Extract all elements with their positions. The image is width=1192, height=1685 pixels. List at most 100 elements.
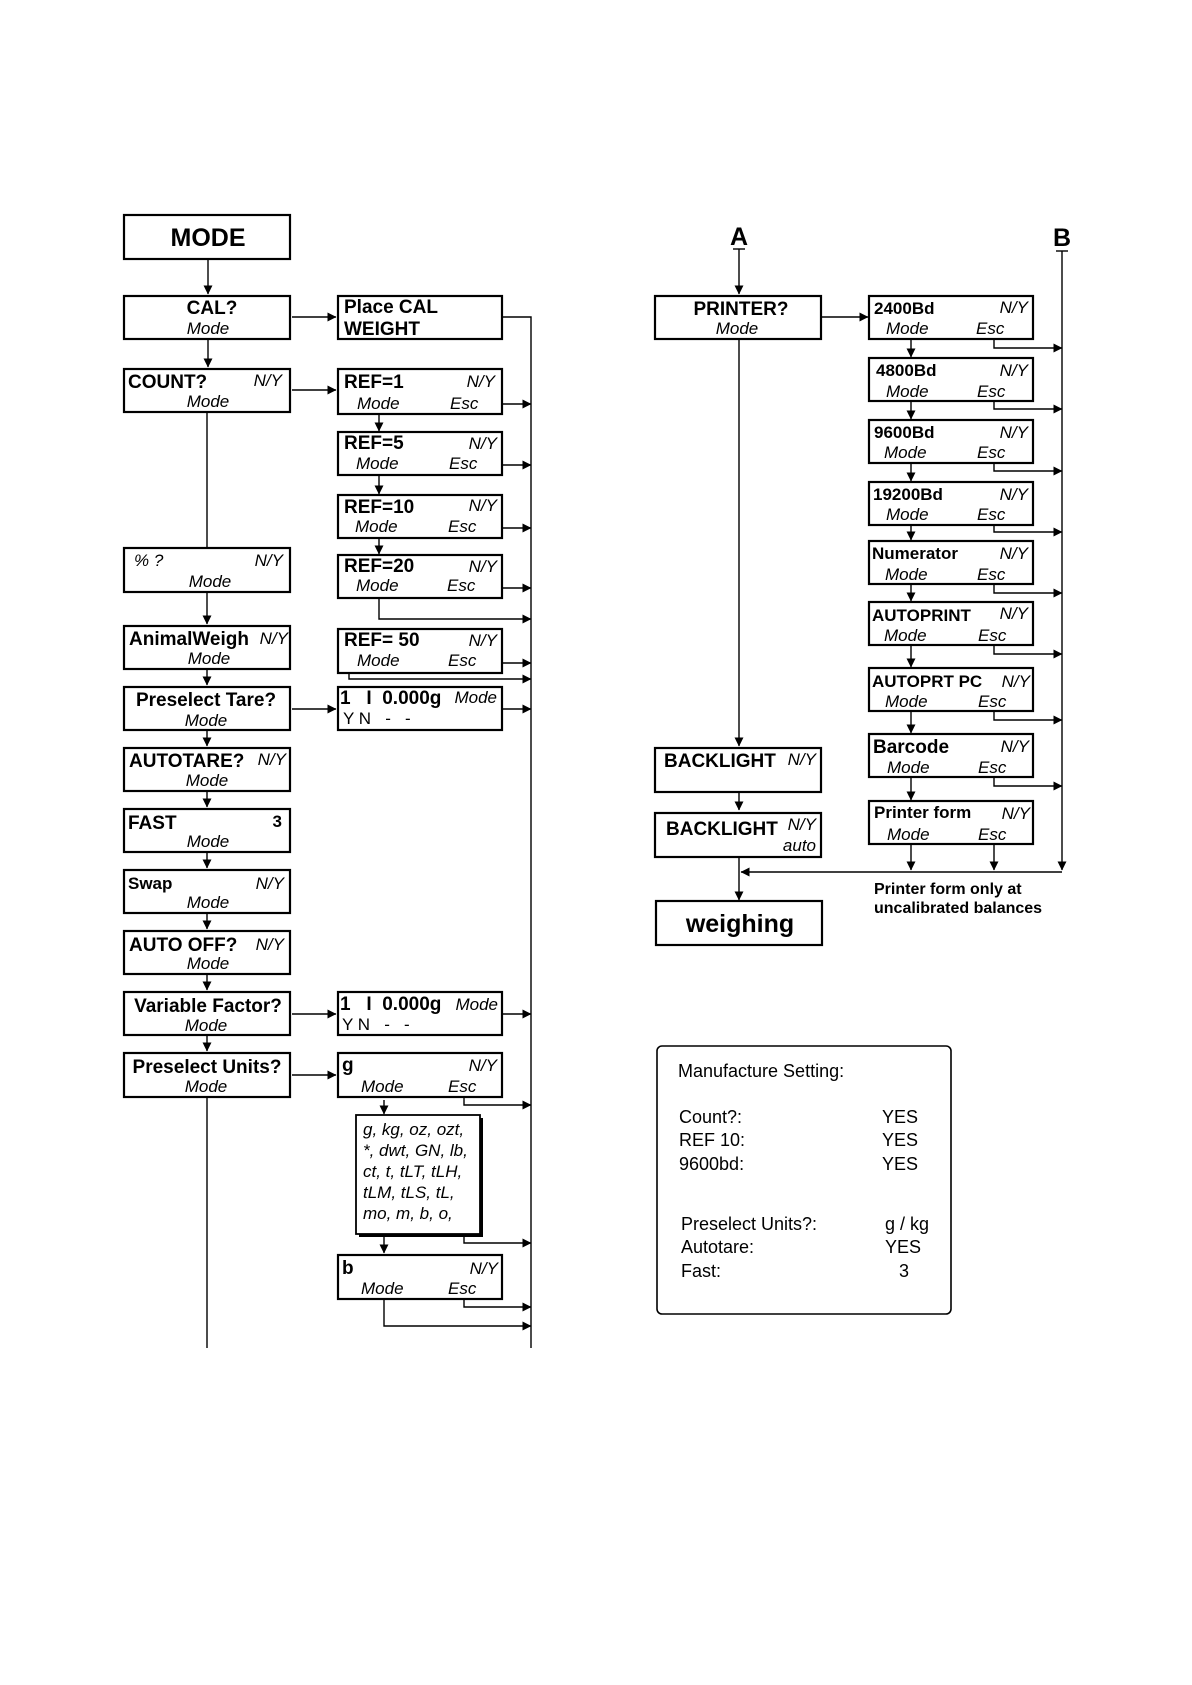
svg-text:Mode: Mode xyxy=(884,626,927,645)
svg-text:Esc: Esc xyxy=(977,505,1006,524)
unit-list-box: g, kg, oz, ozt, *, dwt, GN, lb, ct, t, t… xyxy=(355,1114,483,1237)
svg-text:N/Y: N/Y xyxy=(1000,485,1030,504)
svg-text:Mode: Mode xyxy=(886,505,929,524)
svg-text:g: g xyxy=(342,1055,354,1076)
svg-text:N/Y: N/Y xyxy=(258,750,288,769)
baud-9600-box: 9600Bd N/Y Mode Esc xyxy=(867,418,1035,465)
svg-text:Mode: Mode xyxy=(189,572,232,591)
svg-text:YES: YES xyxy=(882,1130,918,1150)
svg-text:Mode: Mode xyxy=(455,995,498,1014)
svg-text:REF=1: REF=1 xyxy=(344,372,404,393)
svg-text:YES: YES xyxy=(882,1154,918,1174)
mode-title: MODE xyxy=(171,224,246,252)
svg-text:YES: YES xyxy=(882,1107,918,1127)
svg-text:3: 3 xyxy=(899,1261,909,1281)
svg-text:Fast:: Fast: xyxy=(681,1261,721,1281)
unit-b-box: b N/Y Mode Esc xyxy=(336,1253,504,1301)
svg-text:N/Y: N/Y xyxy=(1000,604,1030,623)
svg-text:4800Bd: 4800Bd xyxy=(876,361,936,380)
connector-label-a: A xyxy=(730,223,748,251)
baud-2400-box: 2400Bd N/Y Mode Esc xyxy=(867,294,1035,341)
svg-text:Esc: Esc xyxy=(978,692,1007,711)
backlight-box: BACKLIGHT N/Y xyxy=(653,746,823,794)
ref-20-box: REF=20 N/Y Mode Esc xyxy=(336,553,504,600)
svg-text:auto: auto xyxy=(783,836,816,855)
svg-text:Mode: Mode xyxy=(356,454,399,473)
connector-label-b: B xyxy=(1053,224,1071,252)
svg-text:Esc: Esc xyxy=(448,517,477,536)
svg-text:Mode: Mode xyxy=(886,319,929,338)
svg-text:N/Y: N/Y xyxy=(469,1056,499,1075)
svg-text:Mode: Mode xyxy=(186,771,229,790)
svg-text:Esc: Esc xyxy=(977,382,1006,401)
svg-text:weighing: weighing xyxy=(685,910,794,938)
svg-text:Esc: Esc xyxy=(978,626,1007,645)
right-chain: A B PRINTER? Mode BACKLIGHT N/Y BACKLIGH… xyxy=(653,223,1071,947)
unit-g-box: g N/Y Mode Esc xyxy=(336,1051,504,1099)
numerator-box: Numerator N/Y Mode Esc xyxy=(867,539,1035,586)
svg-text:Y N - -: Y N - - xyxy=(343,709,411,728)
svg-text:N/Y: N/Y xyxy=(1002,672,1032,691)
svg-text:Esc: Esc xyxy=(977,565,1006,584)
svg-text:Mode: Mode xyxy=(887,825,930,844)
manufacture-title: Manufacture Setting: xyxy=(678,1061,844,1081)
svg-text:Mode: Mode xyxy=(885,565,928,584)
svg-text:*, dwt, GN, lb,: *, dwt, GN, lb, xyxy=(363,1141,468,1160)
svg-text:REF=20: REF=20 xyxy=(344,556,414,577)
svg-text:Esc: Esc xyxy=(449,454,478,473)
place-cal-weight-box: Place CAL WEIGHT xyxy=(336,294,504,341)
svg-text:N/Y: N/Y xyxy=(469,496,499,515)
printer-form-note-line1: Printer form only at xyxy=(874,881,1022,898)
svg-text:Mode: Mode xyxy=(187,392,230,411)
auto-off-box: AUTO OFF? N/Y Mode xyxy=(122,929,292,976)
preselect-units-box: Preselect Units? Mode xyxy=(122,1051,292,1099)
ref-5-box: REF=5 N/Y Mode Esc xyxy=(336,430,504,477)
svg-text:WEIGHT: WEIGHT xyxy=(344,319,420,340)
svg-text:Esc: Esc xyxy=(978,825,1007,844)
middle-chain: Place CAL WEIGHT REF=1 N/Y Mode Esc REF=… xyxy=(336,294,504,1301)
svg-text:9600Bd: 9600Bd xyxy=(874,423,934,442)
svg-text:AUTOPRT PC: AUTOPRT PC xyxy=(872,672,982,691)
weighing-box: weighing xyxy=(654,899,824,947)
svg-text:AUTO OFF?: AUTO OFF? xyxy=(129,935,237,956)
svg-text:YES: YES xyxy=(885,1237,921,1257)
svg-text:Swap: Swap xyxy=(128,874,172,893)
svg-text:b: b xyxy=(342,1258,354,1279)
mode-box: MODE xyxy=(122,213,292,261)
svg-text:Place CAL: Place CAL xyxy=(344,297,438,318)
svg-text:N/Y: N/Y xyxy=(467,372,497,391)
svg-text:Esc: Esc xyxy=(448,1279,477,1298)
animal-weigh-box: AnimalWeigh N/Y Mode xyxy=(122,624,292,671)
svg-text:REF 10:: REF 10: xyxy=(679,1130,745,1150)
svg-text:PRINTER?: PRINTER? xyxy=(694,299,789,320)
left-mode-chain: MODE CAL? Mode COUNT? N/Y Mode % ? N/Y M… xyxy=(122,213,292,1099)
svg-text:AUTOTARE?: AUTOTARE? xyxy=(129,751,244,772)
svg-text:Mode: Mode xyxy=(185,1016,228,1035)
svg-text:Esc: Esc xyxy=(448,651,477,670)
svg-text:Mode: Mode xyxy=(887,758,930,777)
svg-text:Esc: Esc xyxy=(977,443,1006,462)
svg-text:Mode: Mode xyxy=(886,382,929,401)
svg-text:Autotare:: Autotare: xyxy=(681,1237,754,1257)
svg-text:COUNT?: COUNT? xyxy=(128,372,207,393)
svg-text:3: 3 xyxy=(273,812,282,831)
svg-text:N/Y: N/Y xyxy=(256,874,286,893)
svg-text:N/Y: N/Y xyxy=(256,935,286,954)
baud-19200-box: 19200Bd N/Y Mode Esc xyxy=(867,480,1035,527)
svg-text:Mode: Mode xyxy=(357,394,400,413)
svg-text:Mode: Mode xyxy=(884,443,927,462)
printer-box: PRINTER? Mode xyxy=(653,294,823,341)
svg-text:Printer form: Printer form xyxy=(874,803,971,822)
preselect-tare-box: Preselect Tare? Mode xyxy=(122,685,292,732)
svg-text:g / kg: g / kg xyxy=(885,1214,929,1234)
svg-text:Esc: Esc xyxy=(447,576,476,595)
svg-text:1 I 0.000g: 1 I 0.000g xyxy=(340,688,441,709)
svg-text:Esc: Esc xyxy=(978,758,1007,777)
svg-text:9600bd:: 9600bd: xyxy=(679,1154,744,1174)
svg-text:Preselect Units?: Preselect Units? xyxy=(133,1057,282,1078)
svg-text:N/Y: N/Y xyxy=(260,629,290,648)
svg-text:Mode: Mode xyxy=(885,692,928,711)
svg-text:N/Y: N/Y xyxy=(255,551,285,570)
ref-50-box: REF= 50 N/Y Mode Esc xyxy=(336,627,504,675)
svg-text:AnimalWeigh: AnimalWeigh xyxy=(129,629,249,650)
